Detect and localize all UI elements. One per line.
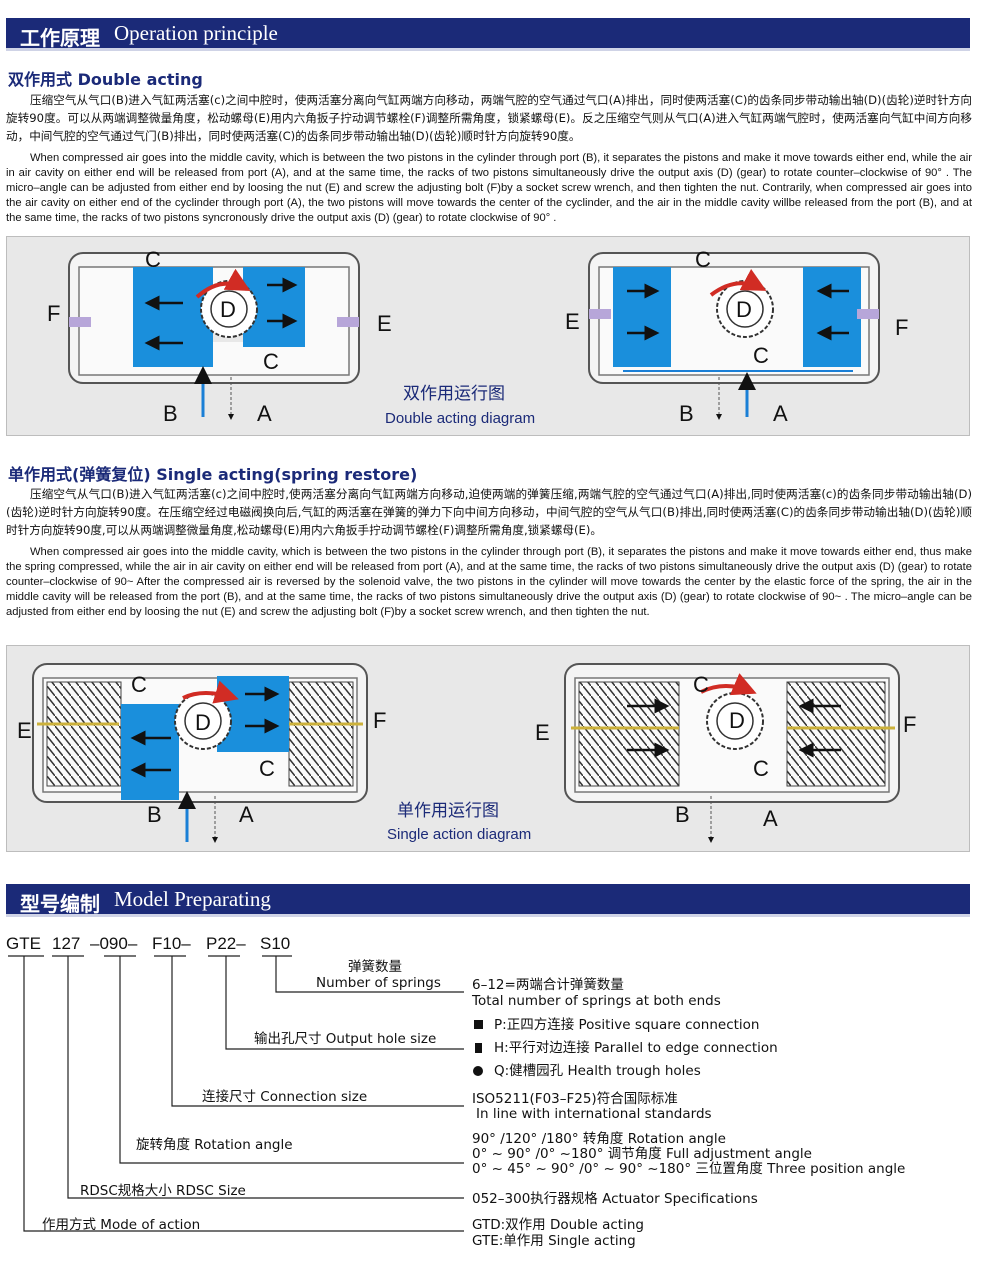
output-option-h: H:平行对边连接 Parallel to edge connection (494, 1039, 778, 1056)
model-code-diagram: GTE 127 –090– F10– P22– S10 弹簧数量 Number … (0, 925, 996, 1271)
square-icon (474, 1020, 483, 1029)
single-label-d-right: D (729, 708, 745, 733)
single-right-actuator (564, 663, 900, 843)
single-label-b-right: B (675, 802, 690, 827)
output-option-q: Q:健槽园孔 Health trough holes (494, 1063, 701, 1079)
single-label-c-top-right: C (693, 672, 709, 697)
connection-size-label: 连接尺寸 Connection size (202, 1088, 367, 1105)
double-acting-text-en: When compressed air goes into the middle… (6, 152, 972, 224)
single-label-f-right: F (903, 712, 916, 737)
label-a-left: A (257, 401, 272, 426)
rotation-desc-2: 0° ~ 90° /0° ~180° 调节角度 Full adjustment … (472, 1146, 812, 1162)
springs-desc-en: Total number of springs at both ends (471, 993, 721, 1009)
single-left-actuator (32, 663, 368, 843)
section-title-en: Operation principle (114, 21, 278, 45)
single-label-c-top-left: C (131, 672, 147, 697)
single-label-c-bottom-left: C (259, 756, 275, 781)
rotation-desc-3: 0° ~ 45° ~ 90° /0° ~ 90° ~180° 三位置角度 Thr… (472, 1161, 905, 1177)
output-option-p: P:正四方连接 Positive square connection (494, 1016, 759, 1033)
label-b-right: B (679, 401, 694, 426)
flat-edge-icon (475, 1043, 482, 1053)
springs-label-en: Number of springs (316, 975, 441, 991)
section-banner-operation: 工作原理 Operation principle (6, 18, 970, 50)
left-actuator (68, 252, 360, 420)
single-acting-heading: 单作用式(弹簧复位) Single acting(spring restore) (8, 465, 418, 484)
code-f10: F10– (152, 934, 191, 953)
label-d-right: D (736, 297, 752, 322)
single-acting-text-en: When compressed air goes into the middle… (6, 546, 972, 618)
model-leader-lines (8, 955, 464, 1232)
section-banner-model: 型号编制 Model Preparating (6, 884, 970, 916)
springs-desc-cn: 6–12=两端合计弹簧数量 (472, 977, 624, 993)
double-caption-cn: 双作用运行图 (403, 384, 505, 404)
code-090: –090– (90, 934, 138, 953)
rotation-desc-1: 90° /120° /180° 转角度 Rotation angle (472, 1131, 726, 1147)
label-c-bottom-right: C (753, 343, 769, 368)
single-label-e-right: E (535, 720, 550, 745)
code-127: 127 (52, 934, 80, 953)
double-caption-en: Double acting diagram (385, 410, 535, 427)
single-label-a-right: A (763, 806, 778, 831)
rotation-angle-label: 旋转角度 Rotation angle (136, 1137, 293, 1153)
section2-title-en: Model Preparating (114, 887, 271, 911)
model-code-svg: GTE 127 –090– F10– P22– S10 弹簧数量 Number … (6, 934, 905, 1249)
single-caption-cn: 单作用运行图 (397, 801, 499, 821)
label-c-bottom-left: C (263, 349, 279, 374)
single-acting-diagram-svg: C D C E F B A C D C E F B A 单 (17, 663, 916, 843)
label-e-right: E (565, 309, 580, 334)
code-p22: P22– (206, 934, 246, 953)
double-acting-diagram: C D C F E B A C D C E F (6, 236, 970, 436)
label-d-left: D (220, 297, 236, 322)
single-acting-text-cn: 压缩空气从气口(B)进入气缸两活塞(c)之间中腔时,使两活塞分离向气缸两端方向移… (6, 487, 972, 537)
size-desc: 052–300执行器规格 Actuator Specifications (472, 1191, 758, 1207)
single-label-a-left: A (239, 802, 254, 827)
size-label: RDSC规格大小 RDSC Size (80, 1183, 246, 1199)
right-actuator (588, 252, 880, 420)
section-title-cn: 工作原理 (20, 26, 100, 50)
code-gte: GTE (6, 934, 41, 953)
single-label-d-left: D (195, 710, 211, 735)
mode-desc-gtd: GTD:双作用 Double acting (472, 1217, 644, 1233)
mode-desc-gte: GTE:单作用 Single acting (472, 1233, 636, 1249)
label-e-left: E (377, 311, 392, 336)
single-label-e-left: E (17, 718, 32, 743)
single-label-c-bottom-right: C (753, 756, 769, 781)
label-f-right: F (895, 315, 908, 340)
label-c-top-left: C (145, 247, 161, 272)
label-c-top-right: C (695, 247, 711, 272)
springs-label-cn: 弹簧数量 (348, 959, 402, 975)
double-acting-text-cn: 压缩空气从气口(B)进入气缸两活塞(c)之间中腔时，使两活塞分离向气缸两端方向移… (6, 93, 972, 143)
single-acting-diagram: C D C E F B A C D C E F B A 单 (6, 645, 970, 852)
label-f-left: F (47, 301, 60, 326)
single-label-b-left: B (147, 802, 162, 827)
mode-label: 作用方式 Mode of action (42, 1217, 200, 1233)
single-caption-en: Single action diagram (387, 826, 531, 843)
keyway-hole-icon (473, 1066, 483, 1076)
double-acting-heading: 双作用式 Double acting (8, 70, 203, 89)
connection-desc-cn: ISO5211(F03–F25)符合国际标准 (472, 1091, 678, 1107)
label-a-right: A (773, 401, 788, 426)
label-b-left: B (163, 401, 178, 426)
output-hole-label: 输出孔尺寸 Output hole size (254, 1031, 436, 1047)
single-label-f-left: F (373, 708, 386, 733)
double-acting-diagram-svg: C D C F E B A C D C E F (47, 247, 908, 427)
code-s10: S10 (260, 934, 290, 953)
section2-title-cn: 型号编制 (20, 892, 100, 916)
connection-desc-en: In line with international standards (476, 1106, 712, 1122)
